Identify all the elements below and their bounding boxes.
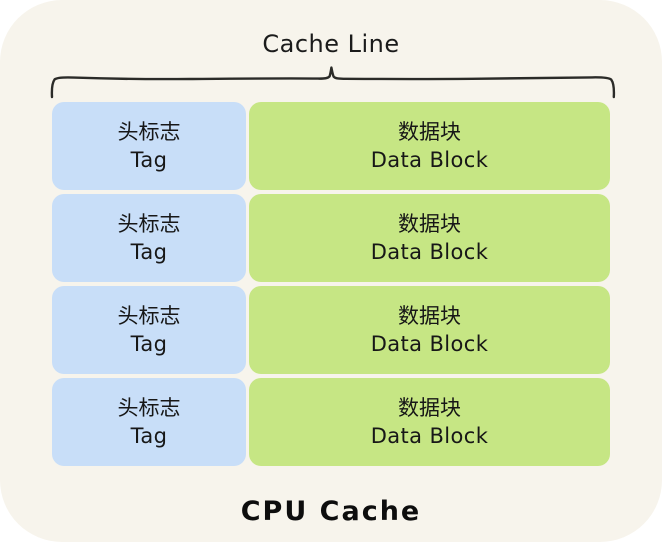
data-block-label-cn: 数据块 <box>398 303 461 328</box>
curly-brace-icon <box>40 60 626 105</box>
tag-block[interactable]: 头标志 Tag <box>52 378 246 466</box>
data-block[interactable]: 数据块 Data Block <box>249 102 610 190</box>
cache-line-row: 头标志 Tag 数据块 Data Block <box>52 102 610 190</box>
cache-line-row: 头标志 Tag 数据块 Data Block <box>52 286 610 374</box>
tag-block-label-cn: 头标志 <box>117 119 181 144</box>
data-block-label-en: Data Block <box>370 331 489 356</box>
tag-block-label-en: Tag <box>130 239 168 264</box>
data-block-label-en: Data Block <box>370 147 489 172</box>
data-block-label-en: Data Block <box>370 423 489 448</box>
cache-line-list: 头标志 Tag 数据块 Data Block 头标志 Tag 数据块 Data … <box>52 102 610 466</box>
tag-block[interactable]: 头标志 Tag <box>52 102 246 190</box>
tag-block-label-en: Tag <box>130 331 168 356</box>
tag-block-label-cn: 头标志 <box>117 395 181 420</box>
data-block[interactable]: 数据块 Data Block <box>249 194 610 282</box>
data-block-label-cn: 数据块 <box>398 119 461 144</box>
diagram-caption: CPU Cache <box>240 496 422 527</box>
tag-block-label-cn: 头标志 <box>117 303 181 328</box>
tag-block-label-en: Tag <box>130 147 168 172</box>
cache-line-row: 头标志 Tag 数据块 Data Block <box>52 194 610 282</box>
tag-block[interactable]: 头标志 Tag <box>52 286 246 374</box>
data-block-label-cn: 数据块 <box>398 395 461 420</box>
data-block-label-cn: 数据块 <box>398 211 461 236</box>
data-block-label-en: Data Block <box>370 239 489 264</box>
tag-block-label-cn: 头标志 <box>117 211 181 236</box>
cache-line-label: Cache Line <box>262 30 400 58</box>
tag-block-label-en: Tag <box>130 423 168 448</box>
data-block[interactable]: 数据块 Data Block <box>249 378 610 466</box>
cache-line-row: 头标志 Tag 数据块 Data Block <box>52 378 610 466</box>
data-block[interactable]: 数据块 Data Block <box>249 286 610 374</box>
tag-block[interactable]: 头标志 Tag <box>52 194 246 282</box>
